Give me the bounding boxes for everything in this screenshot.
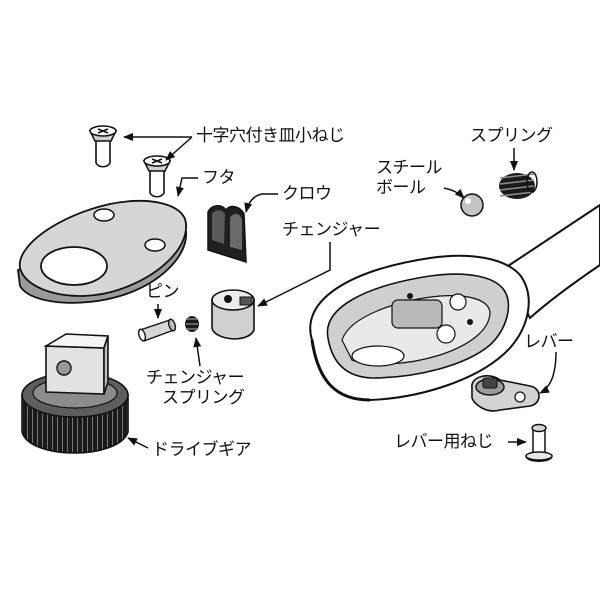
pin <box>137 318 177 342</box>
flat-head-screw-2 <box>142 155 172 198</box>
ratchet-body <box>309 203 600 402</box>
label-flat-head-screw: 十字穴付き皿小ねじ <box>196 126 345 146</box>
arrow-cover <box>176 177 198 197</box>
label-lever-screw: レバー用ねじ <box>394 432 494 452</box>
claw <box>207 205 247 264</box>
steel-ball <box>460 193 484 217</box>
label-lever: レバー <box>524 332 574 352</box>
label-steel-ball-line2: ボール <box>376 178 426 198</box>
changer <box>211 289 255 340</box>
flat-head-screw-1 <box>88 125 118 168</box>
drive-gear <box>21 333 129 454</box>
changer-spring <box>185 316 199 332</box>
label-cover: フタ <box>202 168 236 188</box>
lever <box>471 375 540 412</box>
label-drive-gear: ドライブギア <box>152 440 252 460</box>
cover-plate <box>17 200 187 304</box>
label-claw: クロウ <box>282 184 332 204</box>
leader-lines <box>123 133 557 449</box>
arrow-lever <box>539 351 557 394</box>
label-spring: スプリング <box>470 126 553 146</box>
arrow-drive-gear <box>127 437 149 449</box>
arrow-screw-2 <box>165 136 193 161</box>
arrow-claw <box>244 193 278 213</box>
arrow-changer-spring <box>193 337 202 367</box>
spring <box>499 171 538 199</box>
label-pin: ピン <box>146 282 180 302</box>
lever-screw <box>525 423 553 462</box>
label-steel-ball-line1: スチール <box>376 158 443 178</box>
label-changer-spring-line2: スプリング <box>162 388 245 408</box>
label-changer-spring-line1: チェンジャー <box>146 368 245 388</box>
label-changer: チェンジャー <box>282 220 381 240</box>
arrow-changer <box>257 242 331 307</box>
arrow-steel-ball <box>443 187 465 199</box>
